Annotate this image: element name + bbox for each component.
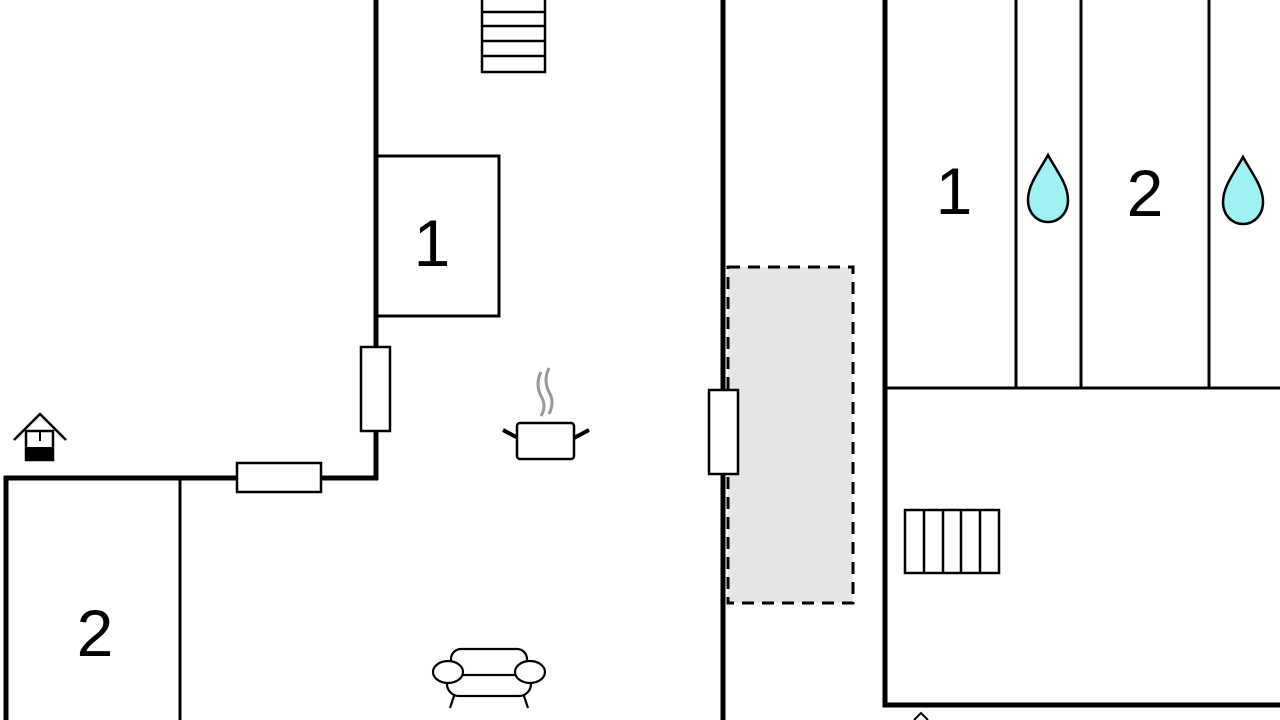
door-icon [707, 388, 740, 476]
bedroom-box [375, 154, 501, 318]
door-icon [359, 345, 392, 433]
radiator-stairs-icon [903, 508, 1001, 575]
water-drop-icon [1221, 154, 1265, 226]
terrace-area [726, 265, 855, 605]
sofa-icon [431, 647, 547, 709]
interior-walls [178, 0, 1280, 720]
room-number-left-lower: 2 [77, 596, 114, 670]
staircase-icon [480, 0, 547, 74]
kitchen-pot-icon [502, 367, 590, 461]
room-number-right-second: 2 [1127, 156, 1164, 230]
room-number-left-upper: 1 [414, 206, 451, 280]
wall-right-block [882, 0, 1280, 708]
doors [235, 345, 740, 494]
well-icon [13, 412, 67, 462]
water-drops [1026, 152, 1265, 226]
walls [3, 0, 1280, 720]
room-number-right-first: 1 [936, 154, 973, 228]
door-icon [235, 461, 323, 494]
water-drop-icon [1026, 152, 1070, 224]
entrance-marker [913, 711, 929, 720]
